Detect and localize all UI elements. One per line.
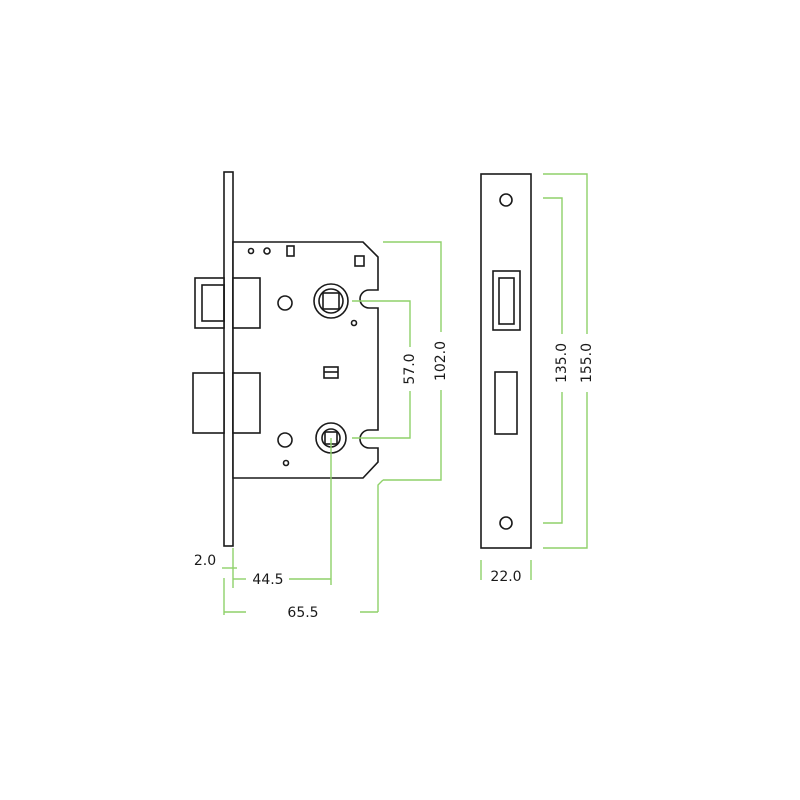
label-forend-height: 155.0 [579, 343, 595, 383]
dimension-labels: 102.0 57.0 135.0 155.0 2.0 44.5 65.5 22.… [194, 332, 601, 621]
lock-case [232, 241, 379, 479]
latch-housing [232, 277, 261, 329]
forend-plate [480, 173, 532, 549]
forend-front-view [480, 173, 532, 549]
lock-side-view [192, 171, 379, 547]
faceplate [223, 171, 234, 547]
rivet-dot [247, 247, 255, 255]
rivet-dot [282, 459, 290, 467]
spring-clip [286, 245, 295, 257]
dim-ext-case-depth [377, 479, 384, 612]
corner-tab [354, 255, 365, 267]
forend-screw-hole [499, 516, 513, 530]
forend-screw-hole [499, 193, 513, 207]
fixing-hole [277, 295, 293, 311]
label-forend-width: 22.0 [490, 569, 521, 585]
rivet-dot [263, 247, 271, 255]
label-faceplate-thickness: 2.0 [194, 553, 216, 569]
label-backset: 44.5 [252, 572, 283, 588]
dead-bolt [192, 372, 225, 434]
label-centres: 57.0 [402, 353, 418, 384]
latch-opening-inner [498, 277, 515, 325]
rivet-dot [350, 319, 358, 327]
spindle-square [322, 292, 340, 310]
deadbolt-housing [232, 372, 261, 434]
follower-upper-ring [318, 288, 344, 314]
latch-opening [492, 270, 521, 331]
label-fixing-centres: 135.0 [554, 343, 570, 383]
deadbolt-opening [494, 371, 518, 435]
fixing-hole [277, 432, 293, 448]
label-case-depth: 65.5 [287, 605, 318, 621]
follower-upper [313, 283, 349, 319]
label-case-height: 102.0 [433, 341, 449, 381]
latch-bolt-inner [201, 284, 225, 322]
